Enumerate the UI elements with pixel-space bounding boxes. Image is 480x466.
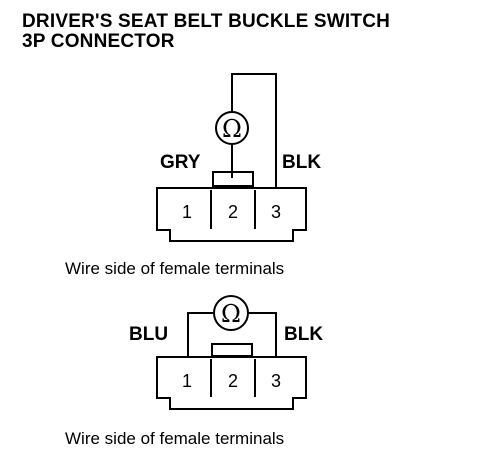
bottom-meter-wire-right: [248, 312, 277, 357]
bottom-meter-wire-left: [187, 312, 214, 357]
top-pin-3: 3: [271, 202, 281, 222]
top-ohmmeter-icon: [215, 111, 249, 145]
top-pin-2: 2: [228, 202, 238, 222]
bottom-pin-3: 3: [271, 371, 281, 391]
top-pin-1: 1: [182, 202, 192, 222]
top-wire-label-blk: BLK: [282, 152, 321, 173]
bottom-ohm-symbol: Ω: [221, 300, 241, 328]
bottom-connector-diagram: [156, 295, 307, 410]
top-caption: Wire side of female terminals: [65, 259, 284, 278]
bottom-probe-pin-2: [211, 343, 253, 357]
bottom-wire-label-blk: BLK: [284, 324, 323, 345]
top-wire-label-gry: GRY: [160, 152, 201, 173]
top-meter-wire-right: [231, 73, 277, 188]
top-probe-pin-2: [212, 171, 254, 187]
bottom-pin-2: 2: [228, 371, 238, 391]
bottom-connector-body: [156, 356, 307, 410]
diagram-title: DRIVER'S SEAT BELT BUCKLE SWITCH 3P CONN…: [22, 12, 390, 52]
bottom-pin-1: 1: [182, 371, 192, 391]
title-line-2: 3P CONNECTOR: [22, 31, 175, 52]
top-ohm-symbol: Ω: [222, 115, 242, 143]
bottom-caption: Wire side of female terminals: [65, 429, 284, 448]
title-line-1: DRIVER'S SEAT BELT BUCKLE SWITCH: [22, 11, 391, 32]
bottom-ohmmeter-icon: [213, 295, 249, 331]
top-connector-diagram: [156, 73, 307, 242]
top-connector-body: [156, 187, 307, 242]
bottom-wire-label-blu: BLU: [129, 324, 168, 345]
